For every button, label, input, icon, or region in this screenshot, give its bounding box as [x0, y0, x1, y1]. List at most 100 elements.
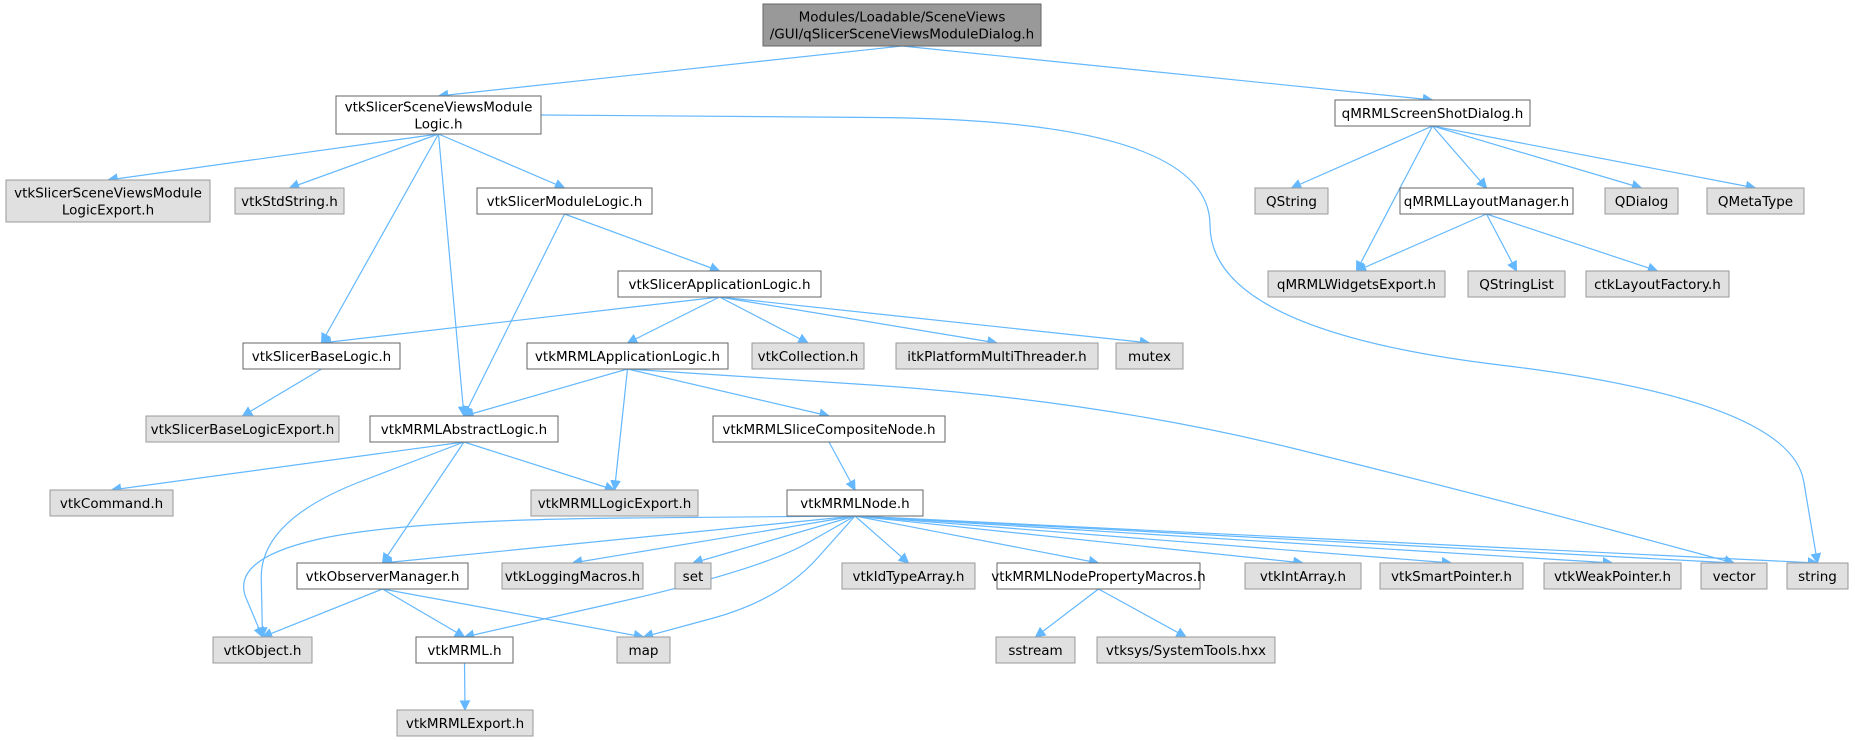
node-qmt-box	[1706, 187, 1805, 215]
node-clf: ctkLayoutFactory.h	[1585, 270, 1730, 298]
node-vss-box	[234, 187, 345, 215]
node-vwp: vtkWeakPointer.h	[1543, 562, 1682, 590]
node-vst-box	[1096, 636, 1276, 664]
node-svml-label-0: vtkSlicerSceneViewsModule	[345, 99, 533, 115]
node-set-label-0: set	[683, 569, 704, 585]
node-root-box	[762, 3, 1042, 47]
edge-qlm-to-qwe	[1355, 213, 1487, 273]
node-qsl-label-0: QStringList	[1479, 277, 1554, 293]
node-via-label-0: vtkIntArray.h	[1260, 569, 1346, 585]
node-root[interactable]: Modules/Loadable/SceneViews/GUI/qSlicerS…	[762, 3, 1042, 47]
node-qdlg-box	[1604, 187, 1679, 215]
edge-vmn-to-vsp	[854, 515, 1453, 568]
node-vmscn-label-0: vtkMRMLSliceCompositeNode.h	[722, 422, 935, 438]
node-vwp-label-0: vtkWeakPointer.h	[1554, 569, 1671, 585]
node-clf-label-0: ctkLayoutFactory.h	[1594, 277, 1721, 293]
edge-vmn-to-vlm	[571, 515, 856, 567]
node-qstr-label-0: QString	[1266, 194, 1317, 210]
node-vmnpm[interactable]: vtkMRMLNodePropertyMacros.h	[991, 562, 1206, 590]
node-clf-box	[1585, 270, 1730, 298]
node-qss-box	[1334, 99, 1531, 127]
node-vsble-label-0: vtkSlicerBaseLogicExport.h	[151, 422, 335, 438]
node-vsal-box	[617, 270, 822, 298]
edge-qss-to-qmt	[1432, 125, 1757, 192]
node-qlm[interactable]: qMRMLLayoutManager.h	[1399, 187, 1574, 215]
node-qlm-label-0: qMRMLLayoutManager.h	[1404, 194, 1569, 210]
node-vmabs-box	[369, 415, 559, 443]
edge-svml-to-vsbl	[320, 133, 440, 344]
node-vsml-box	[476, 187, 653, 215]
node-qss[interactable]: qMRMLScreenShotDialog.h	[1334, 99, 1531, 127]
node-vec: vector	[1700, 562, 1768, 590]
edge-vmn-to-vita	[854, 515, 910, 564]
node-mtx: mutex	[1115, 342, 1184, 370]
edge-vmal-to-vmabs	[462, 368, 628, 419]
dependency-edges	[106, 45, 1822, 712]
edge-vsal-to-vmal	[626, 296, 720, 344]
node-vsal-label-0: vtkSlicerApplicationLogic.h	[628, 277, 810, 293]
edge-vmn-to-vom	[381, 515, 856, 568]
node-svmle-label-0: vtkSlicerSceneViewsModule	[14, 185, 202, 201]
node-qmt: QMetaType	[1706, 187, 1805, 215]
edge-qlm-to-clf	[1486, 213, 1659, 274]
node-vwp-box	[1543, 562, 1682, 590]
node-ipmt-box	[895, 342, 1099, 370]
node-vita-box	[841, 562, 976, 590]
node-qsl-box	[1467, 270, 1566, 298]
node-qwe-label-0: qMRMLWidgetsExport.h	[1277, 277, 1436, 293]
node-vcol-box	[751, 342, 865, 370]
node-vmrml-box	[415, 636, 514, 664]
node-svmle-box	[5, 179, 211, 223]
node-vobj-box	[212, 636, 313, 664]
node-vsbl-box	[242, 342, 401, 370]
edge-vom-to-vobj	[261, 588, 383, 639]
edge-vmscn-to-vmn	[828, 441, 856, 491]
node-qsl: QStringList	[1467, 270, 1566, 298]
edge-vmrml-to-vmexp	[459, 662, 471, 712]
node-vmle-box	[530, 489, 699, 517]
node-vsbl[interactable]: vtkSlicerBaseLogic.h	[242, 342, 401, 370]
edge-vsal-to-mtx	[719, 296, 1151, 348]
node-vmn[interactable]: vtkMRMLNode.h	[786, 489, 924, 517]
node-qss-label-0: qMRMLScreenShotDialog.h	[1342, 106, 1524, 122]
node-vmal[interactable]: vtkMRMLApplicationLogic.h	[526, 342, 729, 370]
node-vmnpm-box	[996, 562, 1201, 590]
edge-qss-to-qstr	[1290, 125, 1433, 190]
node-str: string	[1786, 562, 1849, 590]
edge-vmn-to-map	[642, 515, 856, 640]
node-vmabs[interactable]: vtkMRMLAbstractLogic.h	[369, 415, 559, 443]
node-vmrml[interactable]: vtkMRML.h	[415, 636, 514, 664]
edge-svml-to-vss	[288, 133, 439, 190]
edge-vsal-to-vsbl	[320, 296, 720, 348]
edge-svml-to-str	[540, 114, 1822, 565]
node-ipmt: itkPlatformMultiThreader.h	[895, 342, 1099, 370]
node-vita-label-0: vtkIdTypeArray.h	[853, 569, 965, 585]
node-vmal-label-0: vtkMRMLApplicationLogic.h	[535, 349, 720, 365]
node-vmal-box	[526, 342, 729, 370]
node-vmscn[interactable]: vtkMRMLSliceCompositeNode.h	[712, 415, 946, 443]
node-vom[interactable]: vtkObserverManager.h	[296, 562, 469, 590]
node-vmexp: vtkMRMLExport.h	[396, 709, 534, 737]
node-vmle-label-0: vtkMRMLLogicExport.h	[538, 496, 692, 512]
edge-svml-to-vsml	[438, 133, 566, 190]
edge-vsml-to-vmabs	[463, 213, 566, 417]
node-vst-label-0: vtksys/SystemTools.hxx	[1106, 643, 1266, 659]
node-vsal[interactable]: vtkSlicerApplicationLogic.h	[617, 270, 822, 298]
node-qwe-box	[1267, 270, 1446, 298]
node-vmn-label-0: vtkMRMLNode.h	[800, 496, 909, 512]
node-vlm-label-0: vtkLoggingMacros.h	[505, 569, 640, 585]
node-set-box	[674, 562, 712, 590]
node-svml-box	[335, 95, 542, 135]
node-qdlg-label-0: QDialog	[1615, 194, 1669, 210]
node-vobj: vtkObject.h	[212, 636, 313, 664]
node-vom-label-0: vtkObserverManager.h	[306, 569, 460, 585]
node-svml-label-1: Logic.h	[414, 116, 462, 132]
file-nodes: Modules/Loadable/SceneViews/GUI/qSlicerS…	[5, 3, 1849, 737]
node-vom-box	[296, 562, 469, 590]
node-vmexp-label-0: vtkMRMLExport.h	[406, 716, 524, 732]
edge-svml-to-svmle	[106, 133, 439, 185]
node-vsml[interactable]: vtkSlicerModuleLogic.h	[476, 187, 653, 215]
